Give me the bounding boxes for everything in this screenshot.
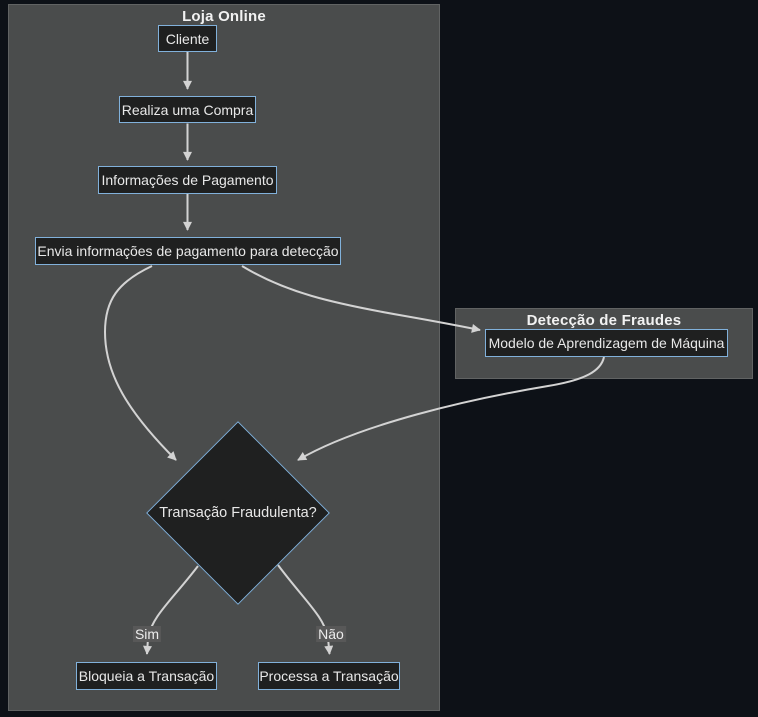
node-informacoes-pagamento: Informações de Pagamento xyxy=(98,166,277,194)
node-realiza-compra: Realiza uma Compra xyxy=(119,96,256,123)
cluster-loja-online-title: Loja Online xyxy=(182,8,266,25)
node-processa-transacao: Processa a Transação xyxy=(258,662,400,690)
node-envia-informacoes: Envia informações de pagamento para dete… xyxy=(35,237,341,265)
edge-envia-modelo xyxy=(241,265,481,333)
node-decisao-fraudulenta-label: Transação Fraudulenta? xyxy=(159,505,317,521)
edge-label-sim: Sim xyxy=(132,626,162,642)
node-cliente: Cliente xyxy=(158,25,217,52)
edge-label-nao: Não xyxy=(316,626,346,642)
node-modelo-aprendizagem: Modelo de Aprendizagem de Máquina xyxy=(485,329,728,357)
edge-envia-decisao xyxy=(103,265,177,461)
node-bloqueia-transacao: Bloqueia a Transação xyxy=(76,662,217,690)
cluster-deteccao-fraudes-title: Detecção de Fraudes xyxy=(526,312,682,329)
edge-modelo-decisao xyxy=(297,356,605,461)
